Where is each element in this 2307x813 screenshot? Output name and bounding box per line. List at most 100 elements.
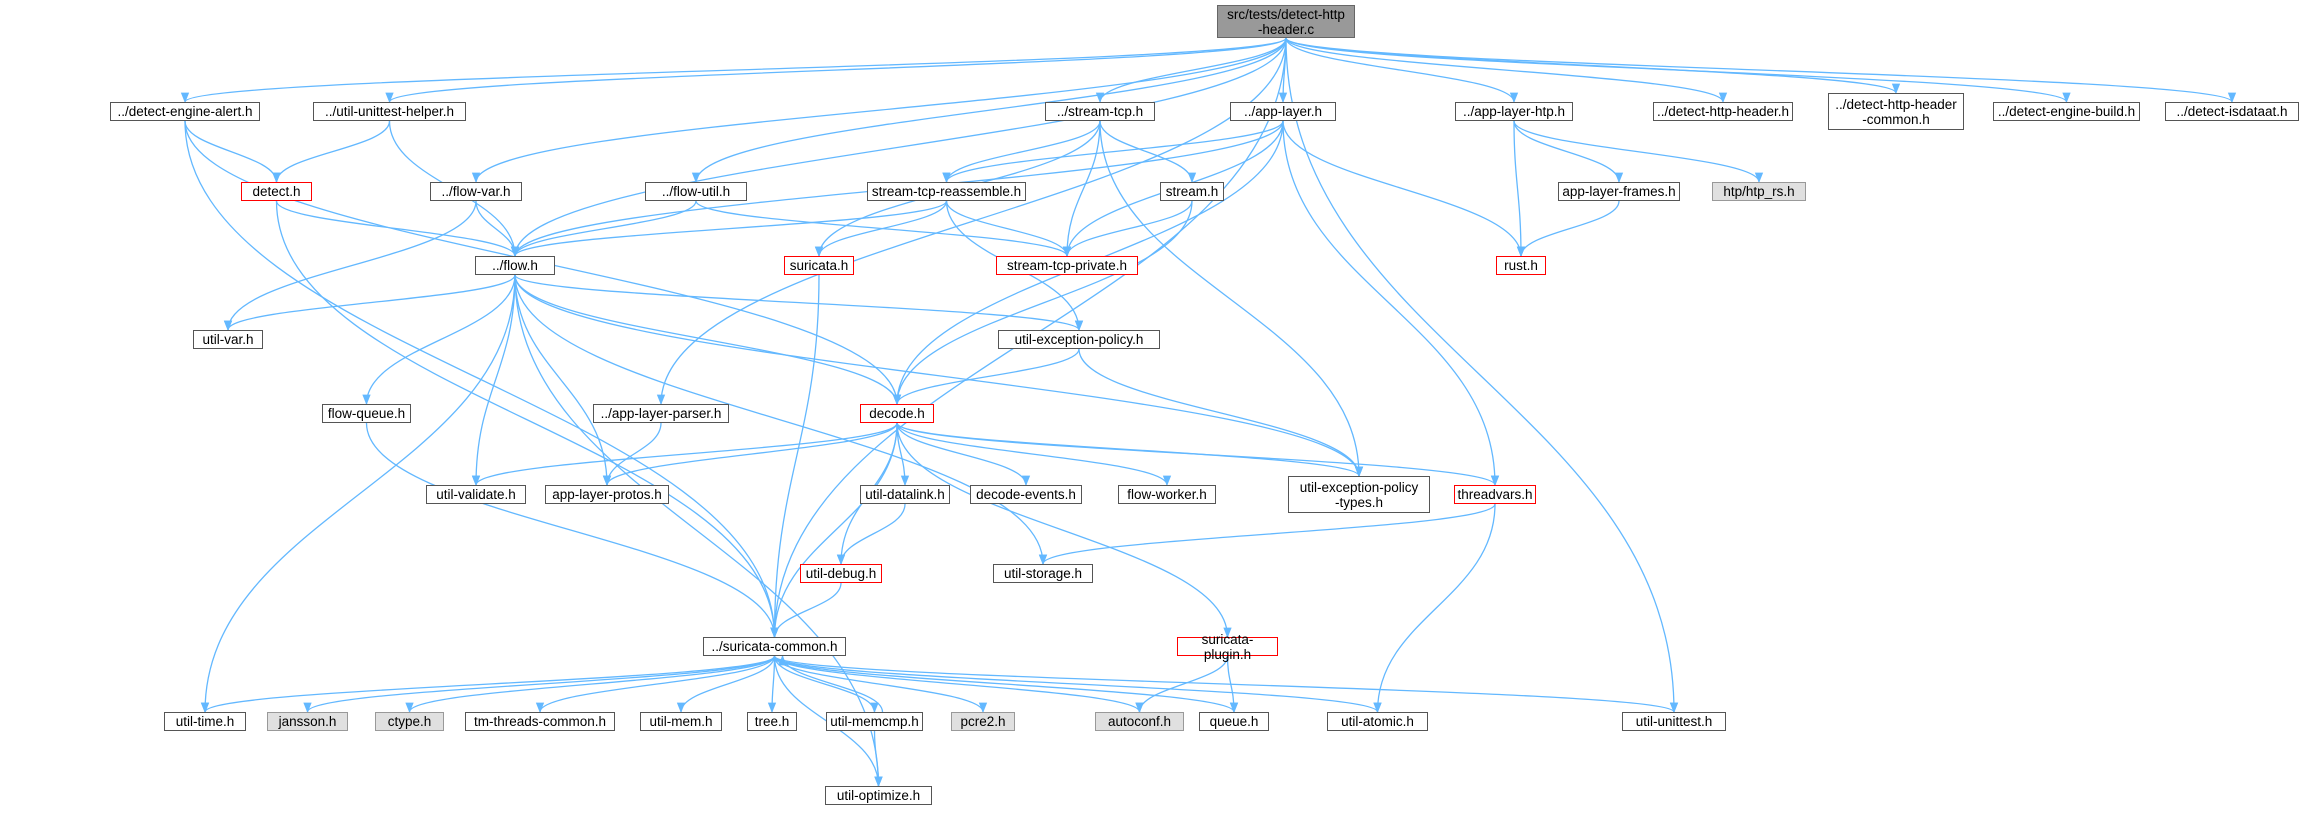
edge-stream-tcp-to-stream-h: [1099, 120, 1197, 184]
edge-detect-http-header-c-to-flow-util: [691, 37, 1287, 184]
edge-stream-tcp-to-util-exception-policy-types: [1099, 120, 1364, 478]
edge-detect-http-header-c-to-util-unittest-helper: [385, 37, 1287, 104]
edge-suricata-common-to-tm-threads-common: [535, 655, 776, 714]
edge-flow-h-to-flow-queue: [362, 274, 516, 406]
node-util-atomic[interactable]: util-atomic.h: [1327, 712, 1428, 731]
node-app-layer[interactable]: ../app-layer.h: [1230, 102, 1336, 121]
node-util-storage[interactable]: util-storage.h: [993, 564, 1093, 583]
edge-decode-h-to-threadvars: [896, 422, 1499, 487]
node-util-memcmp[interactable]: util-memcmp.h: [826, 712, 923, 731]
edge-decode-h-to-decode-events: [896, 422, 1031, 487]
edge-util-datalink-to-util-debug: [836, 503, 906, 566]
node-flow-h[interactable]: ../flow.h: [475, 256, 555, 275]
edge-suricata-common-to-autoconf: [773, 655, 1144, 714]
edge-flow-h-to-util-validate: [471, 274, 516, 487]
node-detect-engine-build[interactable]: ../detect-engine-build.h: [1993, 102, 2140, 121]
edge-detect-engine-alert-to-suricata-common: [184, 120, 779, 639]
node-tree-h[interactable]: tree.h: [747, 712, 797, 731]
edge-flow-h-to-util-optimize: [514, 274, 883, 788]
node-jansson[interactable]: jansson.h: [267, 712, 348, 731]
edge-util-exception-policy-to-decode-h: [892, 348, 1080, 406]
node-flow-util[interactable]: ../flow-util.h: [645, 182, 747, 201]
edge-suricata-common-to-ctype: [405, 655, 776, 714]
node-util-var[interactable]: util-var.h: [193, 330, 263, 349]
edge-detect-h-to-suricata-common: [275, 200, 779, 639]
node-detect-isdataat[interactable]: ../detect-isdataat.h: [2165, 102, 2299, 121]
node-util-debug[interactable]: util-debug.h: [800, 564, 882, 583]
edge-flow-h-to-util-exception-policy-types: [514, 274, 1364, 478]
node-decode-h[interactable]: decode.h: [860, 404, 934, 423]
edge-flow-h-to-util-var: [223, 274, 516, 332]
node-util-time[interactable]: util-time.h: [164, 712, 246, 731]
node-stream-tcp-reassemble[interactable]: stream-tcp-reassemble.h: [867, 182, 1026, 201]
node-stream-tcp-private[interactable]: stream-tcp-private.h: [996, 256, 1138, 275]
node-util-datalink[interactable]: util-datalink.h: [860, 485, 950, 504]
node-ctype[interactable]: ctype.h: [375, 712, 444, 731]
edge-stream-tcp-to-stream-tcp-private: [1062, 120, 1101, 258]
node-util-validate[interactable]: util-validate.h: [426, 485, 526, 504]
node-stream-h[interactable]: stream.h: [1160, 182, 1224, 201]
node-util-optimize[interactable]: util-optimize.h: [825, 786, 932, 805]
node-flow-var[interactable]: ../flow-var.h: [430, 182, 522, 201]
edge-app-layer-to-stream-tcp-reassemble: [942, 120, 1284, 184]
node-tm-threads-common[interactable]: tm-threads-common.h: [465, 712, 615, 731]
edge-suricata-common-to-util-time: [201, 655, 776, 714]
node-stream-tcp[interactable]: ../stream-tcp.h: [1045, 102, 1155, 121]
edge-app-layer-parser-to-app-layer-protos: [602, 422, 662, 487]
edge-stream-h-to-decode-h: [892, 200, 1193, 406]
edge-flow-h-to-decode-h: [514, 274, 902, 406]
edge-detect-http-header-c-to-detect-http-header-h: [1285, 37, 1728, 104]
edge-app-layer-to-threadvars: [1282, 120, 1500, 487]
node-autoconf[interactable]: autoconf.h: [1095, 712, 1184, 731]
node-flow-worker[interactable]: flow-worker.h: [1118, 485, 1216, 504]
node-detect-http-header-h[interactable]: ../detect-http-header.h: [1653, 102, 1793, 121]
edge-detect-http-header-c-to-stream-tcp: [1095, 37, 1287, 104]
node-pcre2[interactable]: pcre2.h: [951, 712, 1015, 731]
node-app-layer-frames[interactable]: app-layer-frames.h: [1558, 182, 1680, 201]
edge-decode-h-to-flow-worker: [896, 422, 1172, 487]
edge-util-unittest-helper-to-detect-h: [272, 120, 391, 184]
edge-stream-tcp-reassemble-to-suricata-h: [814, 200, 948, 258]
node-htp-rs[interactable]: htp/htp_rs.h: [1712, 182, 1806, 201]
node-app-layer-parser[interactable]: ../app-layer-parser.h: [593, 404, 729, 423]
edge-detect-http-header-c-to-detect-isdataat: [1285, 37, 2236, 104]
edge-suricata-common-to-util-unittest: [773, 655, 1678, 714]
node-app-layer-htp[interactable]: ../app-layer-htp.h: [1455, 102, 1573, 121]
node-util-mem[interactable]: util-mem.h: [640, 712, 722, 731]
edge-detect-http-header-c-to-flow-var: [471, 37, 1287, 184]
node-util-exception-policy[interactable]: util-exception-policy.h: [998, 330, 1160, 349]
node-detect-h[interactable]: detect.h: [241, 182, 312, 201]
edge-detect-h-to-flow-h: [275, 200, 520, 258]
edge-app-layer-htp-to-app-layer-frames: [1513, 120, 1624, 184]
node-detect-engine-alert[interactable]: ../detect-engine-alert.h: [110, 102, 260, 121]
edge-app-layer-htp-to-rust-h: [1513, 120, 1526, 258]
node-detect-http-header-common[interactable]: ../detect-http-header -common.h: [1828, 93, 1964, 130]
node-util-exception-policy-types[interactable]: util-exception-policy -types.h: [1288, 476, 1430, 513]
edge-flow-h-to-app-layer-protos: [514, 274, 612, 487]
edge-suricata-h-to-suricata-common: [770, 274, 820, 639]
node-suricata-h[interactable]: suricata.h: [784, 256, 854, 275]
edge-flow-h-to-util-exception-policy: [514, 274, 1083, 332]
edge-stream-tcp-reassemble-to-stream-tcp-private: [945, 200, 1072, 258]
edge-threadvars-to-util-atomic: [1373, 503, 1496, 714]
node-decode-events[interactable]: decode-events.h: [970, 485, 1082, 504]
edge-flow-var-to-flow-h: [475, 200, 520, 258]
edge-stream-tcp-to-stream-tcp-reassemble: [942, 120, 1101, 184]
node-threadvars[interactable]: threadvars.h: [1454, 485, 1536, 504]
node-flow-queue[interactable]: flow-queue.h: [322, 404, 411, 423]
edge-detect-http-header-c-to-detect-engine-build: [1285, 37, 2071, 104]
edge-flow-queue-to-suricata-common: [365, 422, 779, 639]
node-rust-h[interactable]: rust.h: [1496, 256, 1546, 275]
edge-decode-h-to-app-layer-protos: [602, 422, 898, 487]
edge-suricata-common-to-util-atomic: [773, 655, 1382, 714]
edge-util-exception-policy-to-util-exception-policy-types: [1078, 348, 1364, 478]
edge-detect-http-header-c-to-app-layer-htp: [1285, 37, 1519, 104]
node-app-layer-protos[interactable]: app-layer-protos.h: [545, 485, 669, 504]
node-queue-h[interactable]: queue.h: [1199, 712, 1269, 731]
node-suricata-common[interactable]: ../suricata-common.h: [703, 637, 846, 656]
edge-decode-h-to-util-validate: [471, 422, 898, 487]
node-suricata-plugin[interactable]: suricata-plugin.h: [1177, 632, 1278, 662]
node-util-unittest-helper[interactable]: ../util-unittest-helper.h: [313, 102, 466, 121]
node-util-unittest[interactable]: util-unittest.h: [1622, 712, 1726, 731]
